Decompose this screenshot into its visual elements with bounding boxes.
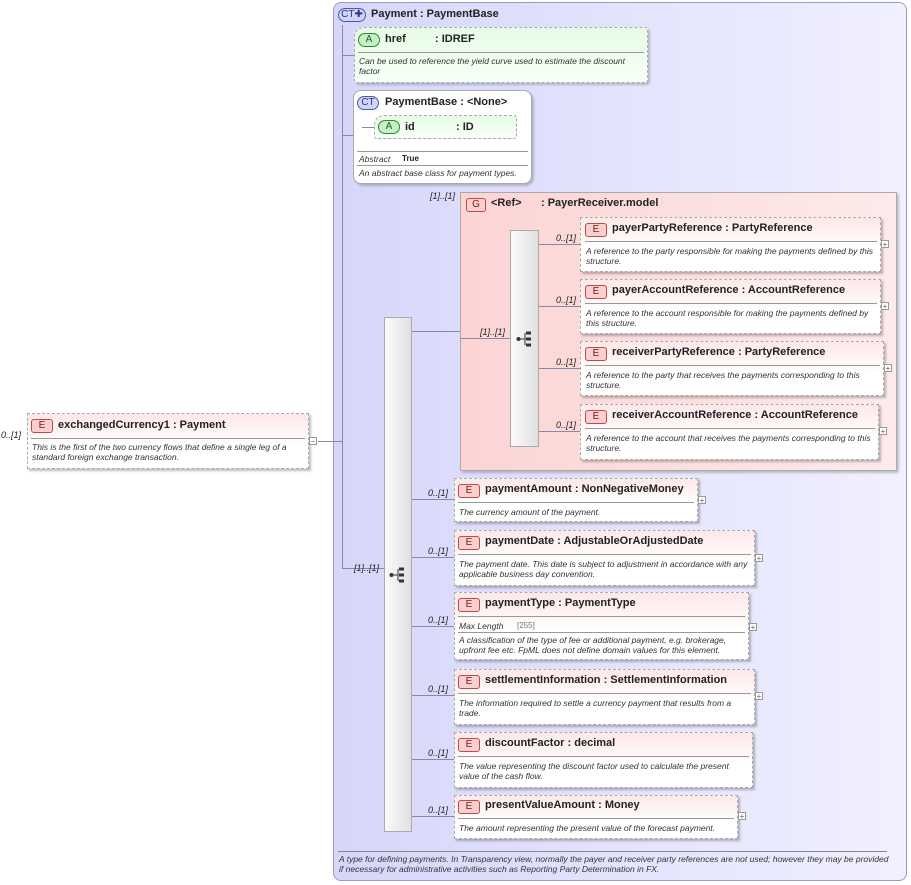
element-description: The payment date. This date is subject t… xyxy=(459,559,748,579)
abstract-value: True xyxy=(402,154,419,163)
element-description: The amount representing the present valu… xyxy=(459,823,716,833)
collapse-toggle[interactable]: − xyxy=(309,437,317,446)
element-receiver-account-reference[interactable] xyxy=(580,404,879,460)
element-description: The information required to settle a cur… xyxy=(459,698,732,718)
expand-toggle[interactable]: + xyxy=(755,554,763,563)
element-settlement-information[interactable] xyxy=(454,669,755,725)
element-discount-factor[interactable] xyxy=(454,732,753,788)
group-inner-occurrence: [1]..[1] xyxy=(480,327,506,337)
element-description: A reference to the party that receives t… xyxy=(586,370,860,390)
attribute-href-type: : IDREF xyxy=(435,33,475,45)
group-occurrence: [1]..[1] xyxy=(430,191,456,201)
element-icon: E xyxy=(458,536,480,550)
element-title: receiverAccountReference : AccountRefere… xyxy=(612,409,858,421)
element-icon: E xyxy=(458,598,480,612)
root-element-description: This is the first of the two currency fl… xyxy=(32,442,287,462)
element-icon: E xyxy=(585,347,607,361)
element-payer-party-reference[interactable] xyxy=(580,217,881,272)
element-description: The currency amount of the payment. xyxy=(459,507,601,517)
element-occurrence: 0..[1] xyxy=(556,357,577,367)
element-occurrence: 0..[1] xyxy=(556,420,577,430)
expand-toggle[interactable]: + xyxy=(738,812,746,821)
attribute-icon: A xyxy=(358,33,380,47)
element-payer-account-reference[interactable] xyxy=(580,279,881,334)
element-title: presentValueAmount : Money xyxy=(485,799,640,811)
complex-type-title: Payment : PaymentBase xyxy=(371,8,499,20)
element-payment-date[interactable] xyxy=(454,530,755,586)
element-title: paymentDate : AdjustableOrAdjustedDate xyxy=(485,535,704,547)
element-occurrence: 0..[1] xyxy=(428,684,449,694)
element-occurrence: 0..[1] xyxy=(428,546,449,556)
root-element-exchanged-currency1[interactable] xyxy=(27,413,309,469)
element-icon: E xyxy=(458,675,480,689)
element-payment-type[interactable] xyxy=(454,592,749,660)
element-title: payerPartyReference : PartyReference xyxy=(612,222,813,234)
element-title: paymentType : PaymentType xyxy=(485,597,636,609)
attribute-id-type: : ID xyxy=(456,121,474,133)
facet-label: Max Length xyxy=(459,621,504,631)
element-description: A reference to the account responsible f… xyxy=(586,308,869,328)
element-receiver-party-reference[interactable] xyxy=(580,341,884,396)
group-ref-type: : PayerReceiver.model xyxy=(541,197,659,209)
expand-toggle[interactable]: + xyxy=(884,364,892,373)
element-icon: E xyxy=(458,738,480,752)
payment-base-title: PaymentBase : <None> xyxy=(385,96,508,108)
expand-toggle[interactable]: + xyxy=(881,302,889,311)
element-title: receiverPartyReference : PartyReference xyxy=(612,346,826,358)
element-occurrence: 0..[1] xyxy=(556,233,577,243)
facet-value: [255] xyxy=(517,621,535,630)
element-description: A reference to the account that receives… xyxy=(586,433,871,453)
attribute-href[interactable] xyxy=(354,27,648,83)
root-element-title: exchangedCurrency1 : Payment xyxy=(58,419,226,431)
attribute-id-name: id xyxy=(405,121,415,133)
root-occurrence: 0..[1] xyxy=(1,430,22,440)
sequence-icon xyxy=(389,566,407,584)
element-icon: E xyxy=(585,285,607,299)
element-icon: E xyxy=(458,800,480,814)
expand-toggle[interactable]: + xyxy=(749,623,757,632)
element-title: discountFactor : decimal xyxy=(485,737,616,749)
attribute-href-description: Can be used to reference the yield curve… xyxy=(359,56,626,76)
element-title: settlementInformation : SettlementInform… xyxy=(485,674,728,686)
attribute-icon: A xyxy=(378,120,400,134)
expand-toggle[interactable]: + xyxy=(755,692,763,701)
complex-type-icon: CT✚ xyxy=(338,8,366,22)
element-occurrence: 0..[1] xyxy=(428,748,449,758)
payment-base-description: An abstract base class for payment types… xyxy=(359,168,517,178)
abstract-label: Abstract xyxy=(359,154,391,164)
sequence-occurrence: [1]..[1] xyxy=(354,563,380,573)
expand-toggle[interactable]: + xyxy=(698,496,706,505)
element-occurrence: 0..[1] xyxy=(428,488,449,498)
element-icon: E xyxy=(585,223,607,237)
complex-type-icon: CT xyxy=(357,96,379,110)
sequence-icon xyxy=(516,330,534,348)
element-description: A classification of the type of fee or a… xyxy=(459,635,727,655)
element-icon: E xyxy=(31,419,53,433)
element-icon: E xyxy=(585,410,607,424)
element-description: A reference to the party responsible for… xyxy=(586,246,873,266)
attribute-href-name: href xyxy=(385,33,406,45)
element-occurrence: 0..[1] xyxy=(428,805,449,815)
element-occurrence: 0..[1] xyxy=(556,295,577,305)
element-description: The value representing the discount fact… xyxy=(459,761,729,781)
group-ref-label: <Ref> xyxy=(491,197,522,209)
element-present-value-amount[interactable] xyxy=(454,795,738,839)
element-title: payerAccountReference : AccountReference xyxy=(612,284,846,296)
element-occurrence: 0..[1] xyxy=(428,615,449,625)
expand-toggle[interactable]: + xyxy=(881,240,889,249)
element-payment-amount[interactable] xyxy=(454,478,698,522)
element-title: paymentAmount : NonNegativeMoney xyxy=(485,483,684,495)
complex-type-description: A type for defining payments. In Transpa… xyxy=(339,854,889,874)
group-icon: G xyxy=(466,198,486,212)
element-icon: E xyxy=(458,484,480,498)
expand-toggle[interactable]: + xyxy=(879,427,887,436)
